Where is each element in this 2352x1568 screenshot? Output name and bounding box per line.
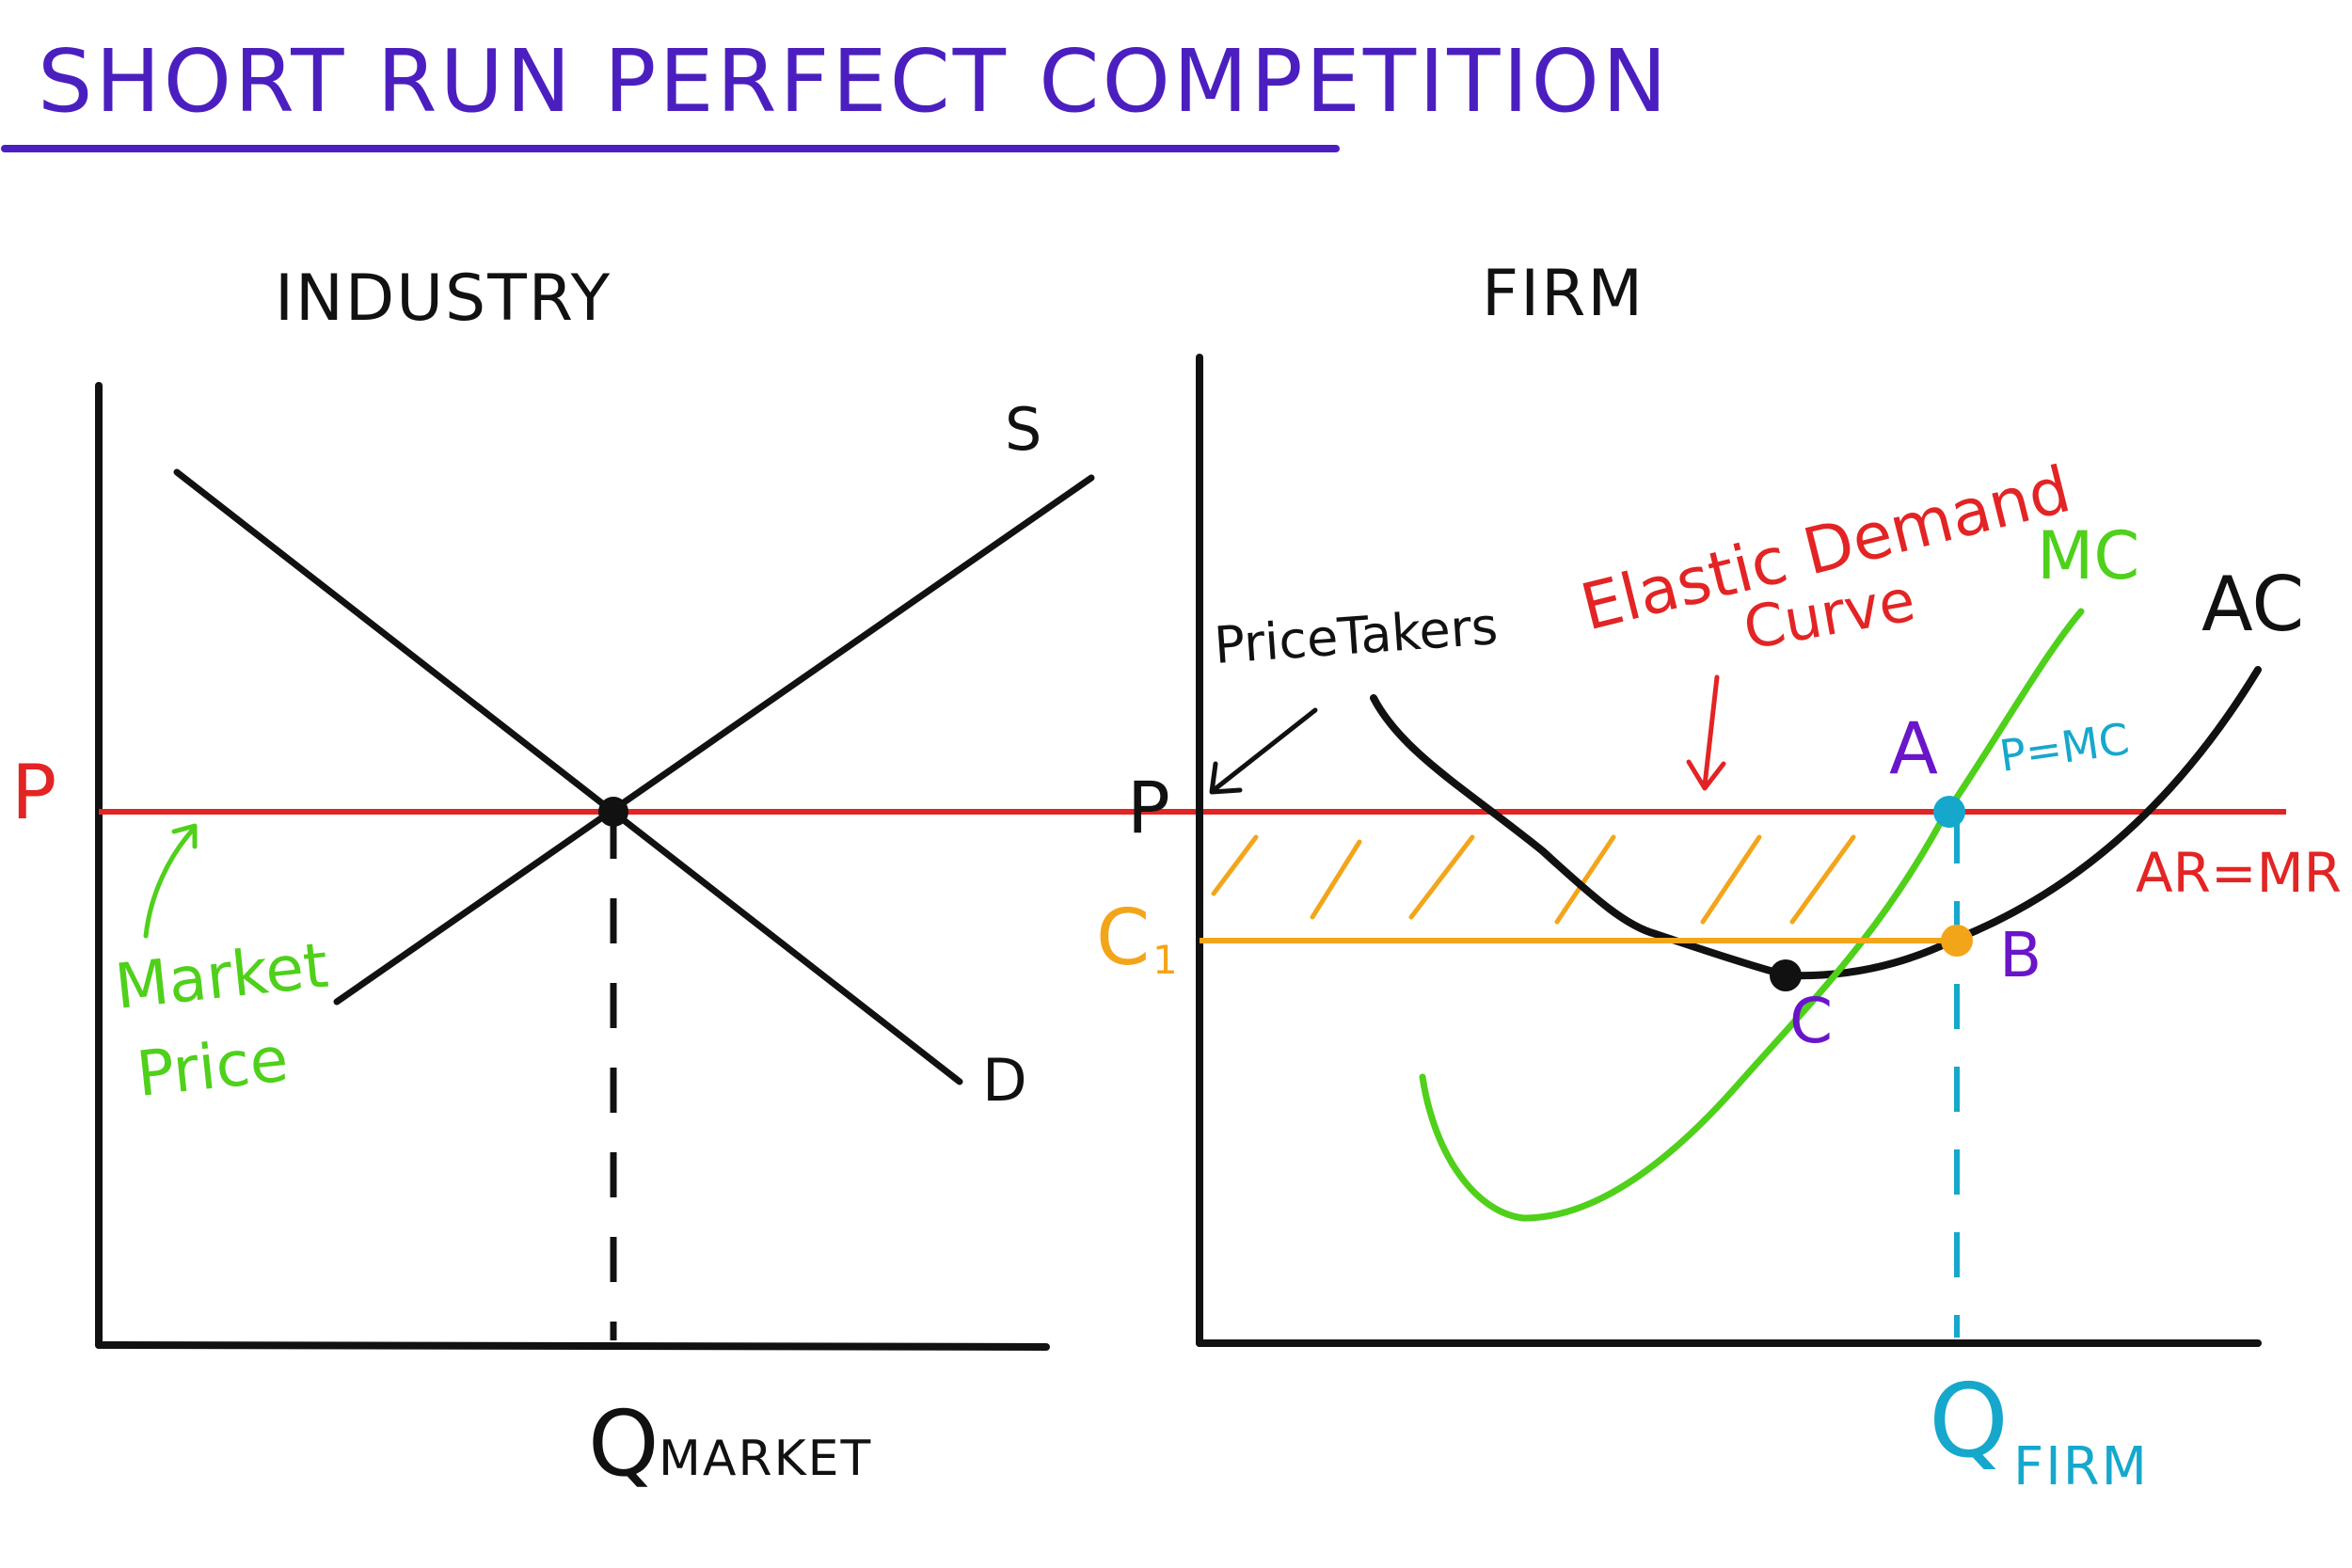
elastic-demand-arrow [1702,674,1720,788]
price-takers-arrow [1211,707,1318,793]
price-takers-arrowhead [1209,761,1243,795]
marginal-cost-curve [1419,608,2085,1222]
industry-supply-curve [333,474,1095,1006]
market-price-annotation-line2: Price [134,1023,292,1111]
point-c-marker [1770,959,1802,991]
price-takers-annotation: PriceTakers [1213,596,1500,675]
demand-label: D [982,1046,1027,1115]
industry-quantity-subscript: MARKET [659,1431,872,1487]
point-b-marker [1941,925,1973,957]
supply-label: S [1005,395,1041,464]
profit-area-hatching [1211,834,1856,925]
point-c-label: C [1789,985,1833,1057]
firm-cost-subscript: 1 [1152,937,1178,983]
firm-quantity-label: Q [1929,1363,2009,1481]
point-a-marker [1933,796,1965,828]
industry-x-axis [95,1341,1050,1351]
ac-label: AC [2201,561,2304,648]
industry-price-label: P [11,749,56,836]
point-a-label: A [1889,706,1938,790]
industry-quantity-label: Q [588,1391,660,1497]
point-b-label: B [1999,919,2042,991]
firm-quantity-subscript: FIRM [2013,1436,2149,1497]
industry-demand-curve [173,468,963,1085]
page-title: SHORT RUN PERFECT COMPETITION [38,31,1670,132]
industry-heading: INDUSTRY [275,261,612,336]
firm-cost-label: C [1096,894,1150,983]
industry-equilibrium-point [598,797,628,827]
elastic-demand-arrowhead [1686,759,1726,791]
firm-heading: FIRM [1482,257,1645,331]
ar-mr-label: AR=MR [2136,841,2342,905]
firm-price-label: P [1127,766,1170,849]
mc-label: MC [2037,517,2139,594]
market-price-annotation-line1: Market [112,929,332,1023]
p-equals-mc-label: P=MC [1996,713,2132,782]
market-price-arrow [143,827,196,939]
market-price-arrowhead [171,823,198,849]
